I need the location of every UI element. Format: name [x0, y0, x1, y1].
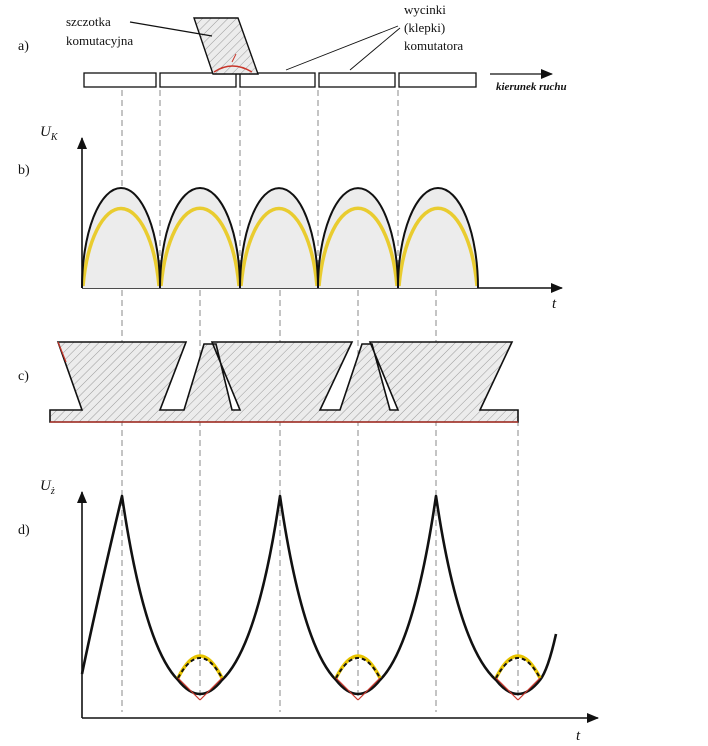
- commutator-segment: [318, 72, 396, 88]
- commutator-segment: [83, 72, 157, 88]
- arch-highlight: [397, 206, 479, 287]
- valley-dashed-arc: [335, 657, 381, 679]
- commutator-segments: [83, 72, 477, 88]
- arch-fill: [240, 188, 318, 288]
- arch-curve: [317, 187, 399, 289]
- valley-details: [176, 654, 542, 701]
- arch-highlight: [159, 206, 241, 287]
- valley-red-line: [335, 677, 359, 701]
- x-axis-label-b: t: [552, 296, 557, 312]
- overlap-shape: [49, 341, 519, 423]
- commutator-segment: [239, 72, 316, 88]
- segments-leader-line: [349, 27, 401, 71]
- arch-curve: [159, 187, 241, 289]
- ripple-curve: [80, 494, 558, 696]
- panel-label-a: a): [18, 39, 29, 54]
- valley-red-line: [517, 677, 541, 701]
- arch-fill: [398, 188, 478, 288]
- segments-leader-line: [285, 25, 399, 71]
- valley-dashed-arc: [177, 657, 223, 679]
- arch-highlight: [81, 206, 161, 287]
- brush-leader-line: [129, 21, 213, 37]
- y-axis-label-d: Uż: [40, 478, 55, 497]
- valley-red-line: [177, 677, 201, 701]
- brush: [193, 17, 259, 75]
- y-axis-subscript-b: K: [50, 132, 59, 143]
- commutator-segment: [398, 72, 477, 88]
- y-axis-subscript-d: ż: [50, 486, 55, 497]
- arch-curve: [239, 187, 319, 289]
- arch-highlight: [317, 206, 399, 287]
- valley-red-line: [199, 677, 223, 701]
- arch-curves: [81, 187, 479, 289]
- valley-red-line: [357, 677, 381, 701]
- commutator-segment: [159, 72, 237, 88]
- valley-red-line: [495, 677, 519, 701]
- arch-fill: [160, 188, 240, 288]
- y-axis-symbol-b: U: [40, 124, 52, 140]
- arch-curve: [81, 187, 161, 289]
- arch-fill: [82, 188, 160, 288]
- overlap-shape-red-edge: [57, 341, 67, 363]
- segments-label-line3: komutatora: [404, 38, 463, 53]
- brush-label-line1: szczotka: [66, 14, 111, 29]
- arch-highlight: [239, 206, 319, 287]
- arch-curve: [397, 187, 479, 289]
- segments-label-line1: wycinki: [404, 2, 446, 17]
- valley-dashed-arc: [495, 657, 541, 679]
- x-axis-label-d: t: [576, 728, 581, 744]
- brush-contact-arc: [213, 65, 253, 73]
- segments-label-line2: (klepki): [404, 20, 445, 35]
- panel-label-c: c): [18, 369, 29, 384]
- arch-fill: [318, 188, 398, 288]
- axes-d: Uż t: [40, 478, 599, 744]
- direction-label: kierunek ruchu: [496, 81, 567, 93]
- panel-label-b: b): [18, 163, 30, 178]
- panel-label-d: d): [18, 523, 30, 538]
- brush-label-line2: komutacyjna: [66, 33, 133, 48]
- y-axis-symbol-d: U: [40, 478, 52, 494]
- y-axis-label-b: UK: [40, 124, 59, 143]
- brush-contact-mark: [231, 53, 237, 63]
